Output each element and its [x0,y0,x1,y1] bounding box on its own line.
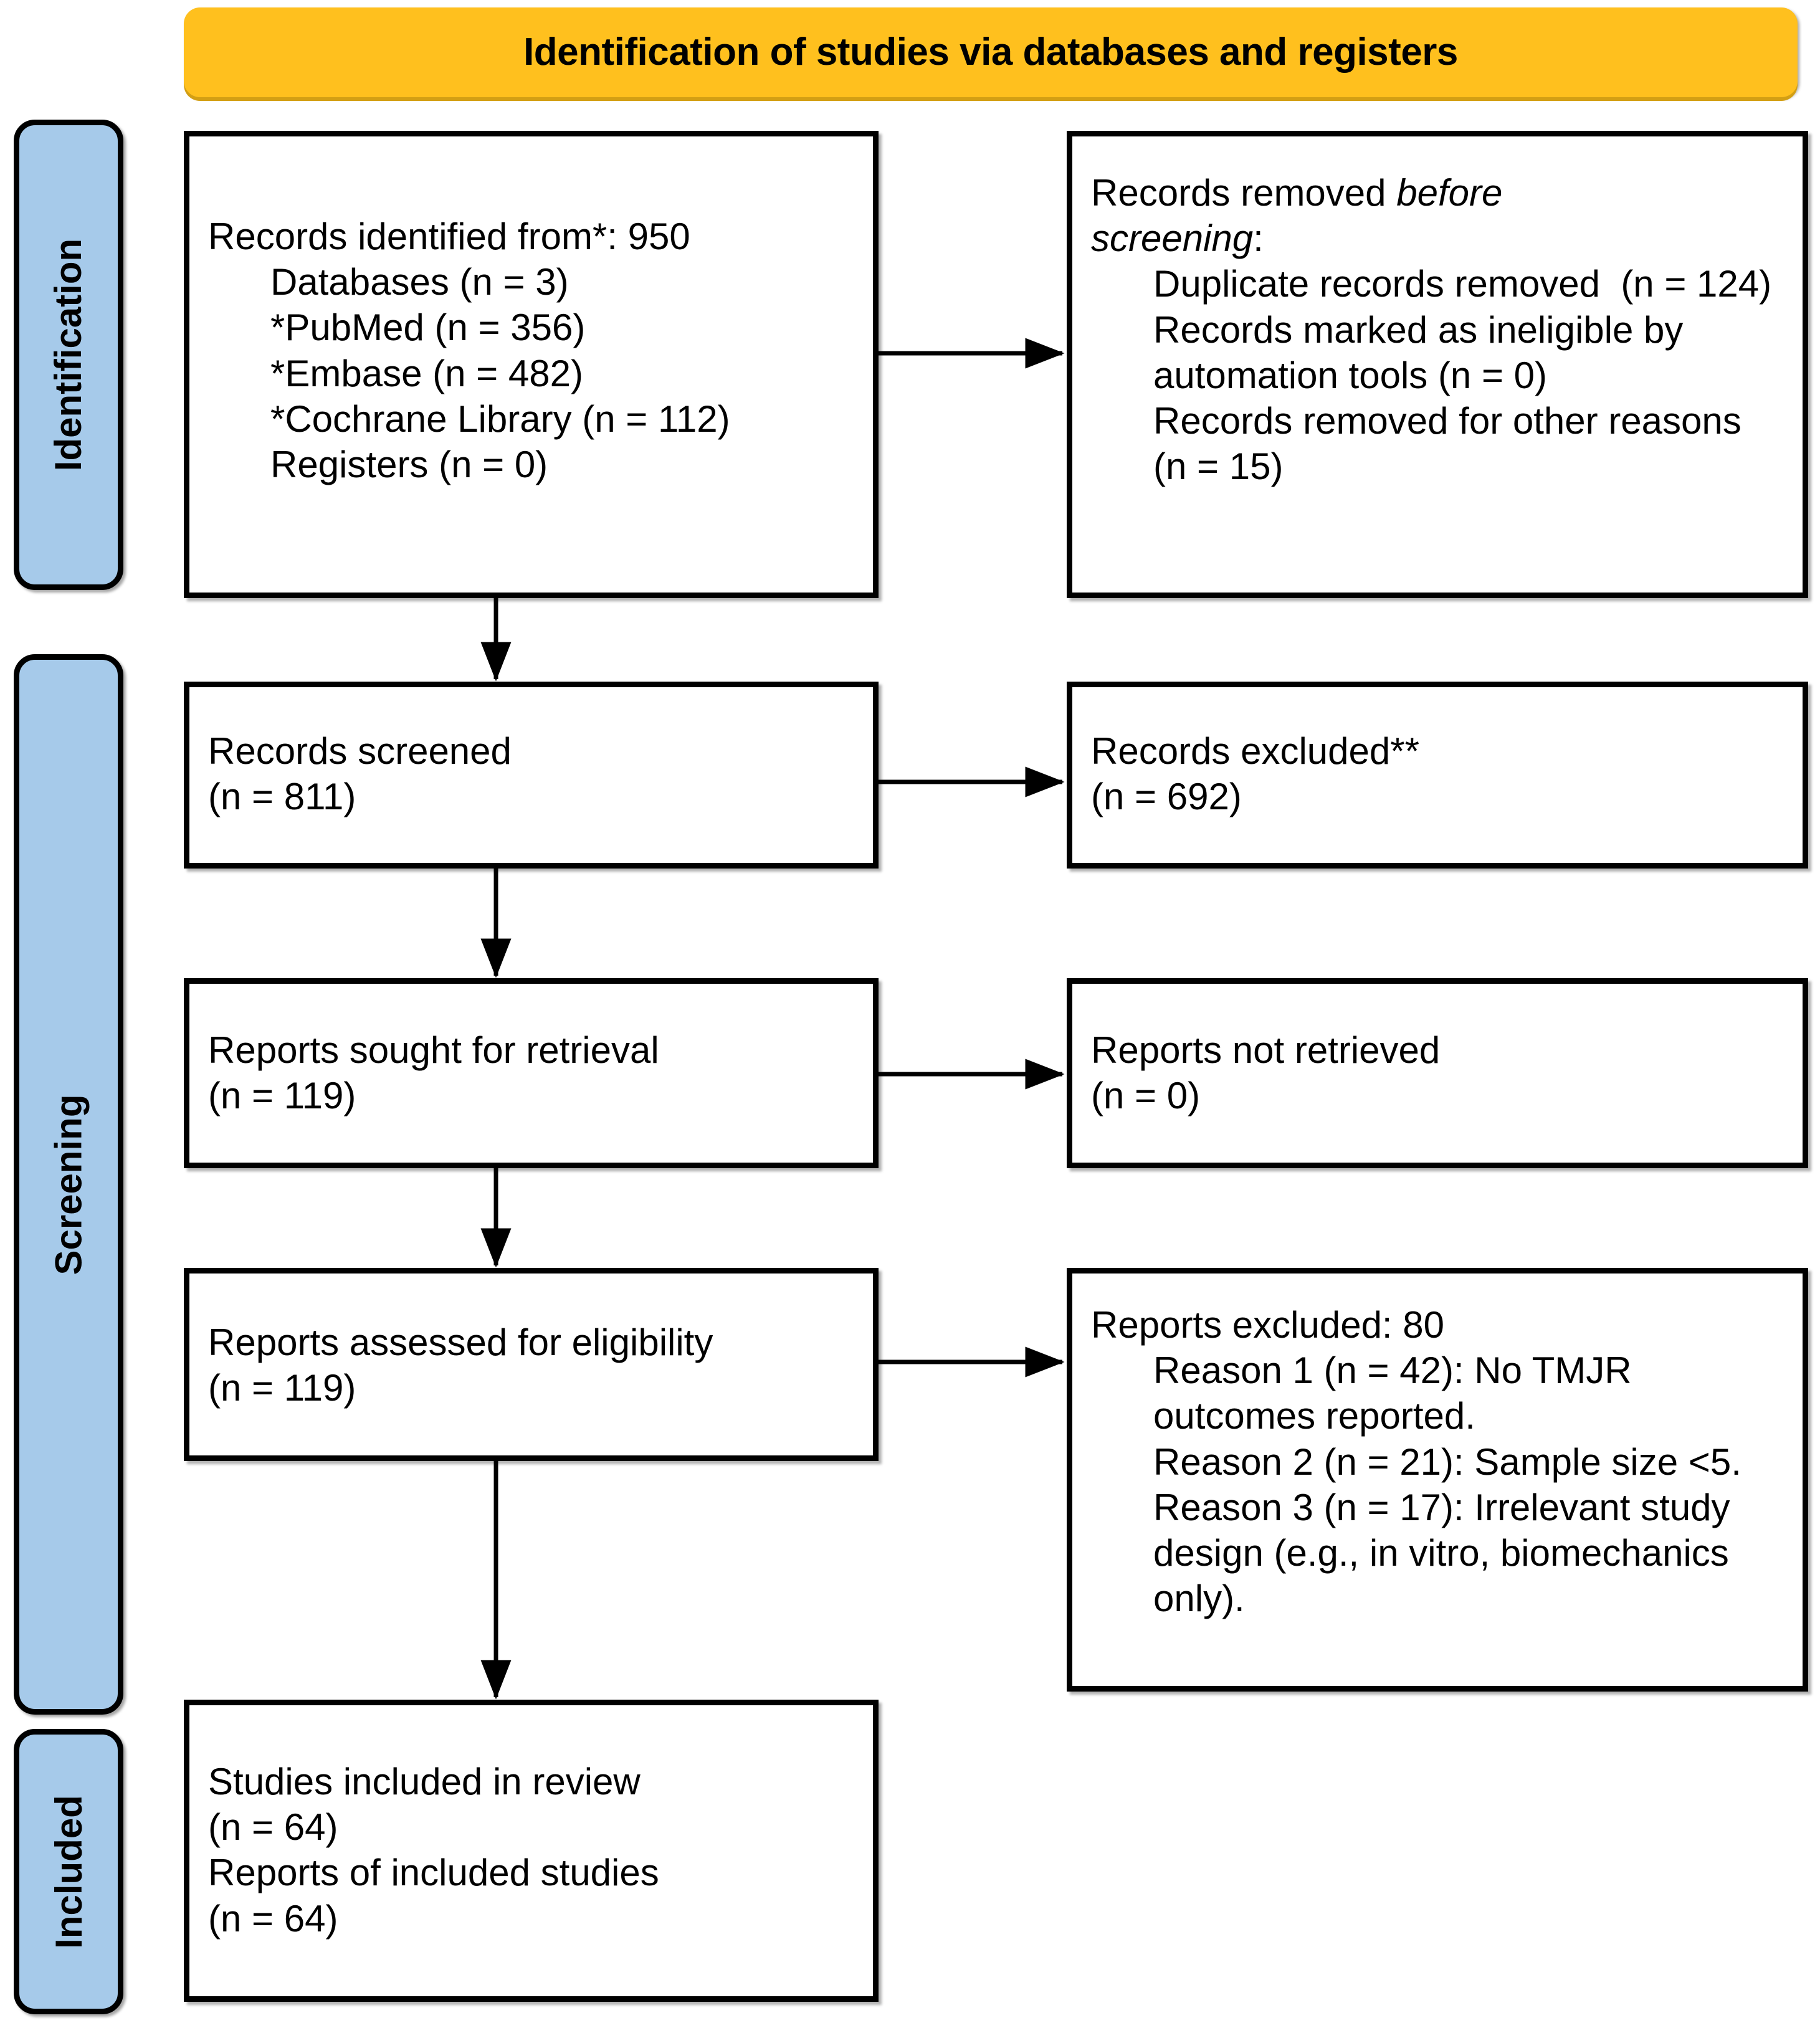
reports-excluded-reason-1: Reason 1 (n = 42): No TMJR outcomes repo… [1153,1350,1642,1437]
records-removed-heading-colon: : [1253,217,1264,260]
records-removed-heading-italic-before: before [1396,172,1503,214]
reports-of-included-label: Reports of included studies [208,1852,659,1894]
records-removed-automation: Records marked as ineligible by automati… [1153,308,1694,396]
box-records-identified: Records identified from*: 950 Databases … [184,131,879,598]
box-reports-excluded-with-reasons: Reports excluded: 80 Reason 1 (n = 42): … [1067,1268,1808,1692]
box-reports-sought-for-retrieval: Reports sought for retrieval (n = 119) [184,978,879,1168]
reports-excluded-reason-3: Reason 3 (n = 17): Irrelevant study desi… [1153,1486,1741,1620]
records-removed-heading: Records removed before [1091,170,1784,216]
box-records-identified-body: Records identified from*: 950 Databases … [208,153,854,487]
box-records-excluded-body: Records excluded** (n = 692) [1091,703,1784,819]
reports-excluded-reason-2: Reason 2 (n = 21): Sample size <5. [1153,1440,1741,1483]
records-removed-heading-a: Records removed [1091,172,1397,214]
reports-sought-label: Reports sought for retrieval [208,1029,659,1071]
records-screened-count: (n = 811) [208,776,356,818]
studies-included-label: Studies included in review [208,1761,641,1802]
records-identified-registers: Registers (n = 0) [270,443,548,485]
reports-of-included-count: (n = 64) [208,1897,338,1940]
box-records-screened-body: Records screened (n = 811) [208,703,854,819]
records-screened-label: Records screened [208,730,512,772]
box-reports-excluded-body: Reports excluded: 80 Reason 1 (n = 42): … [1091,1290,1784,1621]
records-excluded-label: Records excluded** [1091,730,1419,772]
records-identified-pubmed: *PubMed (n = 356) [270,307,586,349]
box-reports-assessed-for-eligibility: Reports assessed for eligibility (n = 11… [184,1268,879,1461]
reports-not-retrieved-label: Reports not retrieved [1091,1029,1441,1071]
stage-label-identification: Identification [14,120,123,590]
reports-assessed-label: Reports assessed for eligibility [208,1321,713,1363]
records-identified-databases: Databases (n = 3) [270,261,569,303]
stage-label-included: Included [14,1729,123,2014]
box-reports-not-retrieved-body: Reports not retrieved (n = 0) [1091,1000,1784,1118]
box-reports-not-retrieved: Reports not retrieved (n = 0) [1067,978,1808,1168]
reports-not-retrieved-count: (n = 0) [1091,1075,1201,1117]
records-identified-total: Records identified from*: 950 [208,216,690,257]
records-identified-cochrane: *Cochrane Library (n = 112) [270,398,730,440]
stage-label-screening: Screening [14,654,123,1715]
box-reports-assessed-body: Reports assessed for eligibility (n = 11… [208,1290,854,1411]
reports-sought-count: (n = 119) [208,1075,356,1117]
box-reports-sought-body: Reports sought for retrieval (n = 119) [208,1000,854,1118]
records-identified-embase: *Embase (n = 482) [270,352,583,394]
records-removed-duplicates: Duplicate records removed (n = 124) [1153,263,1772,305]
box-studies-included-in-review: Studies included in review (n = 64) Repo… [184,1700,879,2002]
box-records-screened: Records screened (n = 811) [184,682,879,869]
studies-included-count: (n = 64) [208,1806,338,1849]
box-records-removed-before-screening: Records removed before screening: Duplic… [1067,131,1808,598]
records-removed-other: Records removed for other reasons (n = 1… [1153,399,1752,488]
reports-assessed-count: (n = 119) [208,1367,356,1409]
box-records-removed-body: Records removed before screening: Duplic… [1091,153,1784,489]
page-title: Identification of studies via databases … [523,30,1458,74]
reports-excluded-title: Reports excluded: 80 [1091,1304,1445,1346]
records-removed-heading-2: screening: [1091,216,1784,261]
box-studies-included-body: Studies included in review (n = 64) Repo… [208,1721,854,1941]
box-records-excluded: Records excluded** (n = 692) [1067,682,1808,869]
records-excluded-count: (n = 692) [1091,776,1242,818]
header-banner: Identification of studies via databases … [184,7,1798,97]
records-removed-heading-italic-screening: screening [1091,217,1254,260]
